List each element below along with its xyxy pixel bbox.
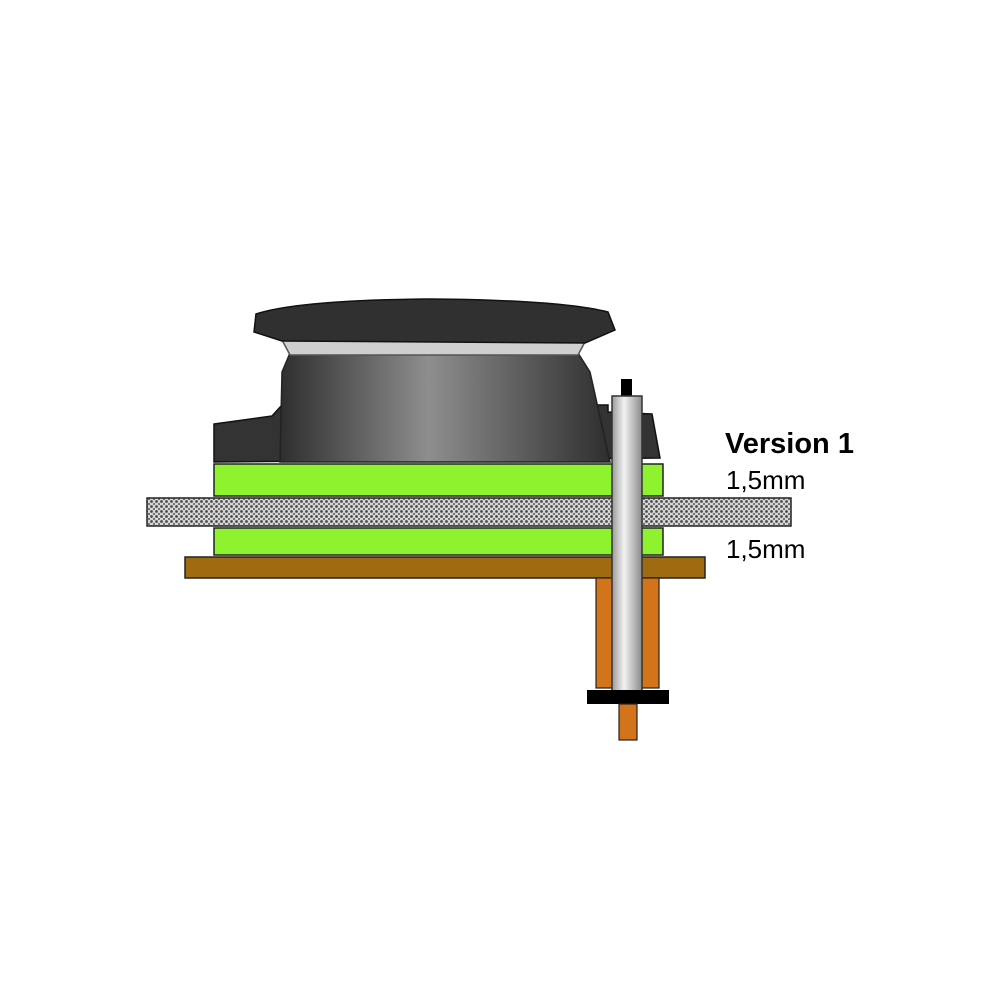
spacer-tube-right (640, 577, 660, 689)
mounting-pin (611, 395, 643, 693)
speaker-cap (253, 298, 616, 344)
washer (587, 690, 669, 704)
speaker-body (279, 352, 611, 463)
foam-layer-bottom (213, 527, 664, 556)
pcb-board (184, 556, 706, 579)
perforated-panel (146, 497, 792, 527)
pin-top-nub (621, 379, 632, 397)
foam-layer-top (213, 463, 664, 497)
version-label: Version 1 (725, 428, 854, 460)
thickness-top-label: 1,5mm (726, 465, 805, 495)
thickness-bottom-label: 1,5mm (726, 534, 805, 564)
pin-bottom-stub (618, 703, 638, 741)
